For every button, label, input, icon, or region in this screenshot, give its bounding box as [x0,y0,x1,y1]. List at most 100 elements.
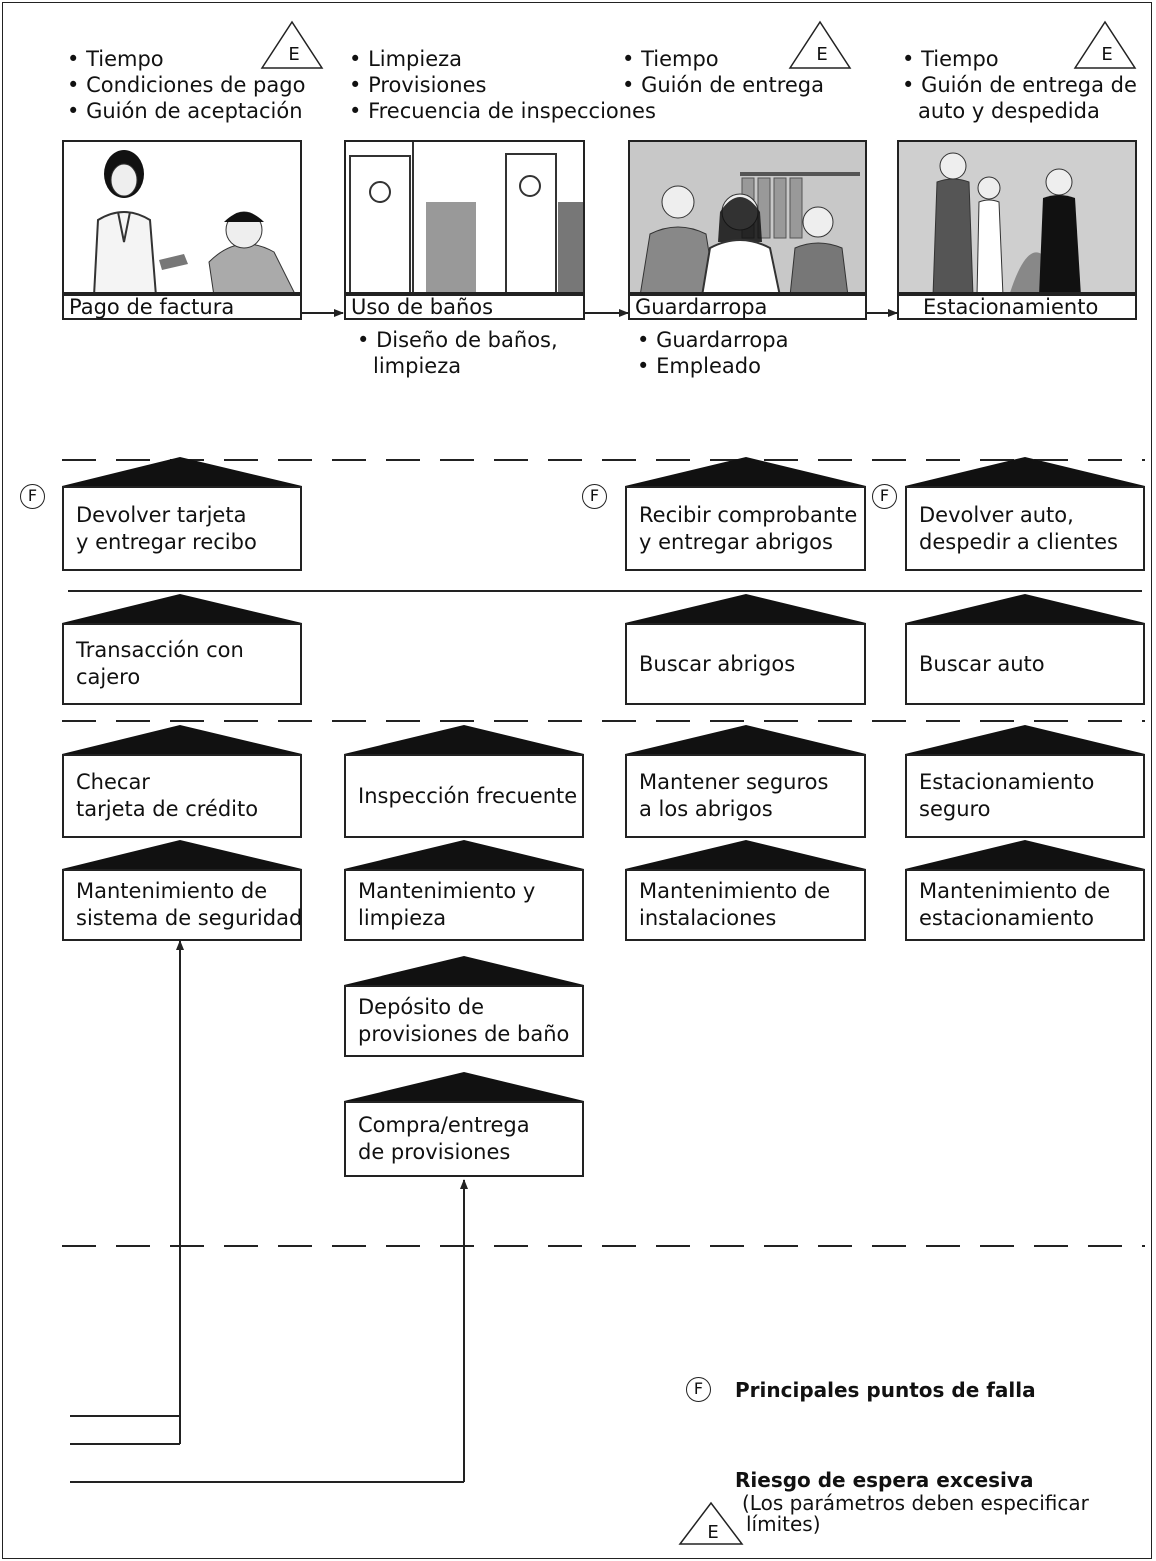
roof-support-3 [625,840,866,869]
box-line: y entregar recibo [76,529,257,554]
roof-support-2b [344,956,584,985]
box-line: Depósito de [358,995,485,1019]
roof-row2-3 [625,594,866,623]
box-line: Mantener seguros [639,770,829,794]
roof-support-1 [62,840,302,869]
stage-4-caption: Estacionamiento [897,294,1137,320]
roof-back-3 [625,725,866,754]
roof-support-2 [344,840,584,869]
legend-wait-line2: límites) [746,1512,821,1536]
legend-fail-icon: F [686,1377,711,1402]
stage-2-below: Diseño de baños, limpieza [357,327,558,379]
support-box-inspection: Inspección frecuente [344,754,584,838]
stage-3-photo [628,140,867,294]
box-line: Mantenimiento y [358,879,536,903]
support-box-security-system: Mantenimiento de sistema de seguridad [62,869,302,941]
stage-1-bullets: Tiempo Condiciones de pago Guión de acep… [67,46,305,124]
wait-marker-label: E [707,1522,718,1543]
box-line: Mantenimiento de [919,879,1111,903]
stage-3-bullets: Tiempo Guión de entrega [622,46,824,98]
stage-3-caption: Guardarropa [628,294,867,320]
box-line: Devolver auto, [919,502,1074,527]
stage-3-below-item: Guardarropa [637,327,788,353]
support-box-secure-parking: Estacionamiento seguro [905,754,1145,838]
roof-row2-1 [62,594,302,623]
roof-back-2 [344,725,584,754]
box-line: y entregar abrigos [639,529,833,554]
legend-wait-line1: (Los parámetros deben especificar [742,1491,1089,1515]
roof-back-1 [62,725,302,754]
stage-2-bullet: Provisiones [349,72,656,98]
box-line: tarjeta de crédito [76,797,259,821]
fail-point-marker: F [582,484,607,509]
roof-onstage-4 [905,457,1145,486]
box-line: Estacionamiento [919,770,1095,794]
backstage-box-find-coats: Buscar abrigos [625,623,866,705]
box-line: Compra/entrega [358,1113,530,1137]
stage-1-bullet: Guión de aceptación [67,98,305,124]
stage-1-bullet: Condiciones de pago [67,72,305,98]
stage-2-bullet: Frecuencia de inspecciones [349,98,656,124]
box-line: a los abrigos [639,797,773,821]
roof-back-4 [905,725,1145,754]
stage-3-bullet: Tiempo [622,46,824,72]
box-line: sistema de seguridad [76,906,303,930]
support-box-cleaning: Mantenimiento y limpieza [344,869,584,941]
stage-4-bullet: auto y despedida [918,99,1100,123]
box-line: seguro [919,797,991,821]
support-box-supply-storage: Depósito de provisiones de baño [344,985,584,1057]
box-line: Devolver tarjeta [76,502,247,527]
roof-row2-4 [905,594,1145,623]
stage-1-caption: Pago de factura [62,294,302,320]
roof-support-2c [344,1072,584,1101]
box-line: Checar [76,770,150,794]
support-box-facilities: Mantenimiento de instalaciones [625,869,866,941]
stage-3-bullet: Guión de entrega [622,72,824,98]
box-line: estacionamiento [919,906,1094,930]
backstage-box-find-car: Buscar auto [905,623,1145,705]
support-box-card-check: Checar tarjeta de crédito [62,754,302,838]
fail-point-marker: F [20,484,45,509]
box-line: Mantenimiento de [76,879,268,903]
stage-3-below-item: Empleado [637,353,788,379]
support-box-supply-purchase: Compra/entrega de provisiones [344,1101,584,1177]
stage-1-bullet: Tiempo [67,46,305,72]
box-line: limpieza [358,906,447,930]
roof-onstage-1 [62,457,302,486]
stage-3-below: Guardarropa Empleado [637,327,788,379]
stage-1-photo [62,140,302,294]
stage-4-bullet: Guión de entrega de [902,72,1137,98]
box-line: Inspección frecuente [358,783,578,808]
box-line: instalaciones [639,906,777,930]
support-box-secure-coats: Mantener seguros a los abrigos [625,754,866,838]
box-line: Transacción con [76,638,244,662]
stage-2-below-item: limpieza [373,354,462,378]
box-line: Buscar auto [919,651,1045,676]
roof-support-4 [905,840,1145,869]
legend-fail-label: Principales puntos de falla [735,1378,1036,1402]
box-line: Mantenimiento de [639,879,831,903]
fail-point-marker: F [872,484,897,509]
stage-2-below-item: Diseño de baños, [357,327,558,353]
box-line: de provisiones [358,1140,511,1164]
legend-wait-title: Riesgo de espera excesiva [735,1468,1034,1492]
backstage-box-cashier: Transacción con cajero [62,623,302,705]
onstage-box-parking: Devolver auto, despedir a clientes [905,486,1145,571]
stage-4-bullet: Tiempo [902,46,1137,72]
support-box-parking-maintenance: Mantenimiento de estacionamiento [905,869,1145,941]
stage-2-caption: Uso de baños [344,294,585,320]
stage-2-bullets: Limpieza Provisiones Frecuencia de inspe… [349,46,656,124]
onstage-box-billing: Devolver tarjeta y entregar recibo [62,486,302,571]
box-line: provisiones de baño [358,1022,570,1046]
box-line: cajero [76,665,141,689]
box-line: despedir a clientes [919,529,1118,554]
roof-onstage-3 [625,457,866,486]
stage-2-photo [344,140,585,294]
onstage-box-coatroom: Recibir comprobante y entregar abrigos [625,486,866,571]
stage-4-photo [897,140,1137,294]
stage-2-bullet: Limpieza [349,46,656,72]
box-line: Buscar abrigos [639,651,796,676]
stage-4-bullets: Tiempo Guión de entrega de auto y desped… [902,46,1137,124]
